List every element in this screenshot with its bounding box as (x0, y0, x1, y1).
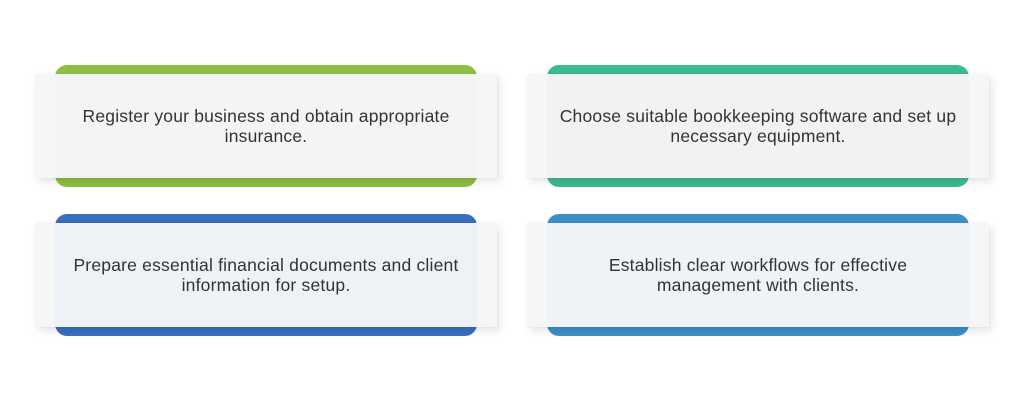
step-card-documents: Prepare essential financial documents an… (35, 214, 497, 336)
panel-edge-left (35, 74, 55, 178)
panel-edge-left (527, 223, 547, 327)
card-panel-inner: Choose suitable bookkeeping software and… (547, 74, 969, 178)
panel-edge-left (527, 74, 547, 178)
card-text: Establish clear workflows for effective … (608, 255, 908, 295)
card-panel: Establish clear workflows for effective … (527, 223, 989, 327)
step-card-register: Register your business and obtain approp… (35, 65, 497, 187)
panel-edge-right (969, 223, 989, 327)
card-panel-inner: Register your business and obtain approp… (55, 74, 477, 178)
card-panel-inner: Establish clear workflows for effective … (547, 223, 969, 327)
panel-edge-right (969, 74, 989, 178)
panel-edge-right (477, 223, 497, 327)
card-panel: Choose suitable bookkeeping software and… (527, 74, 989, 178)
card-text: Choose suitable bookkeeping software and… (559, 106, 957, 146)
step-card-software: Choose suitable bookkeeping software and… (527, 65, 989, 187)
step-card-workflows: Establish clear workflows for effective … (527, 214, 989, 336)
card-panel-inner: Prepare essential financial documents an… (55, 223, 477, 327)
card-text: Prepare essential financial documents an… (73, 255, 459, 295)
panel-edge-left (35, 223, 55, 327)
card-text: Register your business and obtain approp… (82, 106, 450, 146)
card-panel: Register your business and obtain approp… (35, 74, 497, 178)
card-panel: Prepare essential financial documents an… (35, 223, 497, 327)
panel-edge-right (477, 74, 497, 178)
